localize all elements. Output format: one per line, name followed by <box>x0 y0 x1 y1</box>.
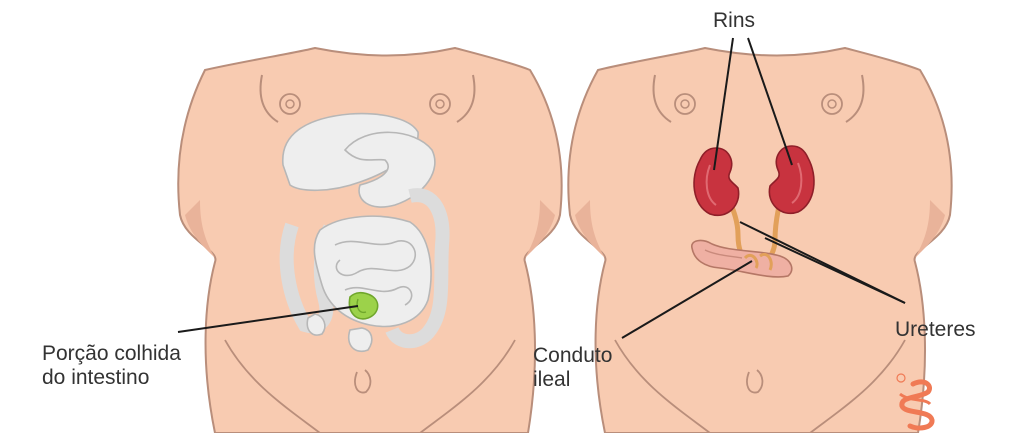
right-nipple-icon <box>821 93 843 115</box>
kidney-leader-lines <box>713 37 793 171</box>
right-chest-line-r <box>845 74 865 123</box>
left-groin-line-r <box>419 339 516 433</box>
right-groin-line-r <box>809 339 906 433</box>
digestive-organs <box>279 112 450 352</box>
harvested-intestine-segment <box>348 291 379 320</box>
intestine-coil <box>334 240 416 306</box>
intestine-leader-line <box>177 305 359 333</box>
ileal-conduit <box>691 239 793 278</box>
right-kidney <box>768 145 815 215</box>
left-chest-line-r <box>456 74 476 123</box>
right-groin-line-l <box>614 339 711 433</box>
left-torso-shadow-right <box>525 200 555 258</box>
left-navel <box>354 369 372 394</box>
ureter-leader-lines <box>739 221 906 304</box>
ileal-conduit-label-line2: ileal <box>533 368 571 391</box>
left-nipple-icon <box>429 93 451 115</box>
right-torso-silhouette <box>567 46 953 433</box>
stomach <box>343 131 436 208</box>
left-groin-line-l <box>224 339 321 433</box>
intestine-portion-label-line1: Porção colhida <box>42 342 181 365</box>
ileal-conduit-label-line1: Conduto <box>533 344 613 367</box>
intestine-lower-loop <box>348 327 373 352</box>
intestine-portion-label-line2: do intestino <box>42 366 150 389</box>
conduit-leader-line <box>621 260 753 339</box>
brand-logo-icon <box>896 373 935 431</box>
left-nipple-icon <box>279 93 301 115</box>
small-intestine <box>313 215 432 328</box>
right-navel <box>746 369 764 394</box>
ileal-conduit-label: Conduto ileal <box>533 344 612 392</box>
ureters-label: Ureteres <box>895 318 976 341</box>
right-torso-figure <box>567 46 953 433</box>
left-torso-shadow-left <box>185 200 215 258</box>
left-chest-line-l <box>259 74 279 123</box>
cecum <box>306 313 326 336</box>
kidneys-label: Rins <box>713 9 756 32</box>
right-nipple-icon <box>674 93 696 115</box>
right-torso-shadow-left <box>575 200 605 258</box>
left-kidney <box>693 147 740 217</box>
right-torso-shadow-right <box>915 200 945 258</box>
right-chest-line-l <box>652 74 672 123</box>
intestine-portion-label: Porção colhida do intestino <box>42 342 181 390</box>
